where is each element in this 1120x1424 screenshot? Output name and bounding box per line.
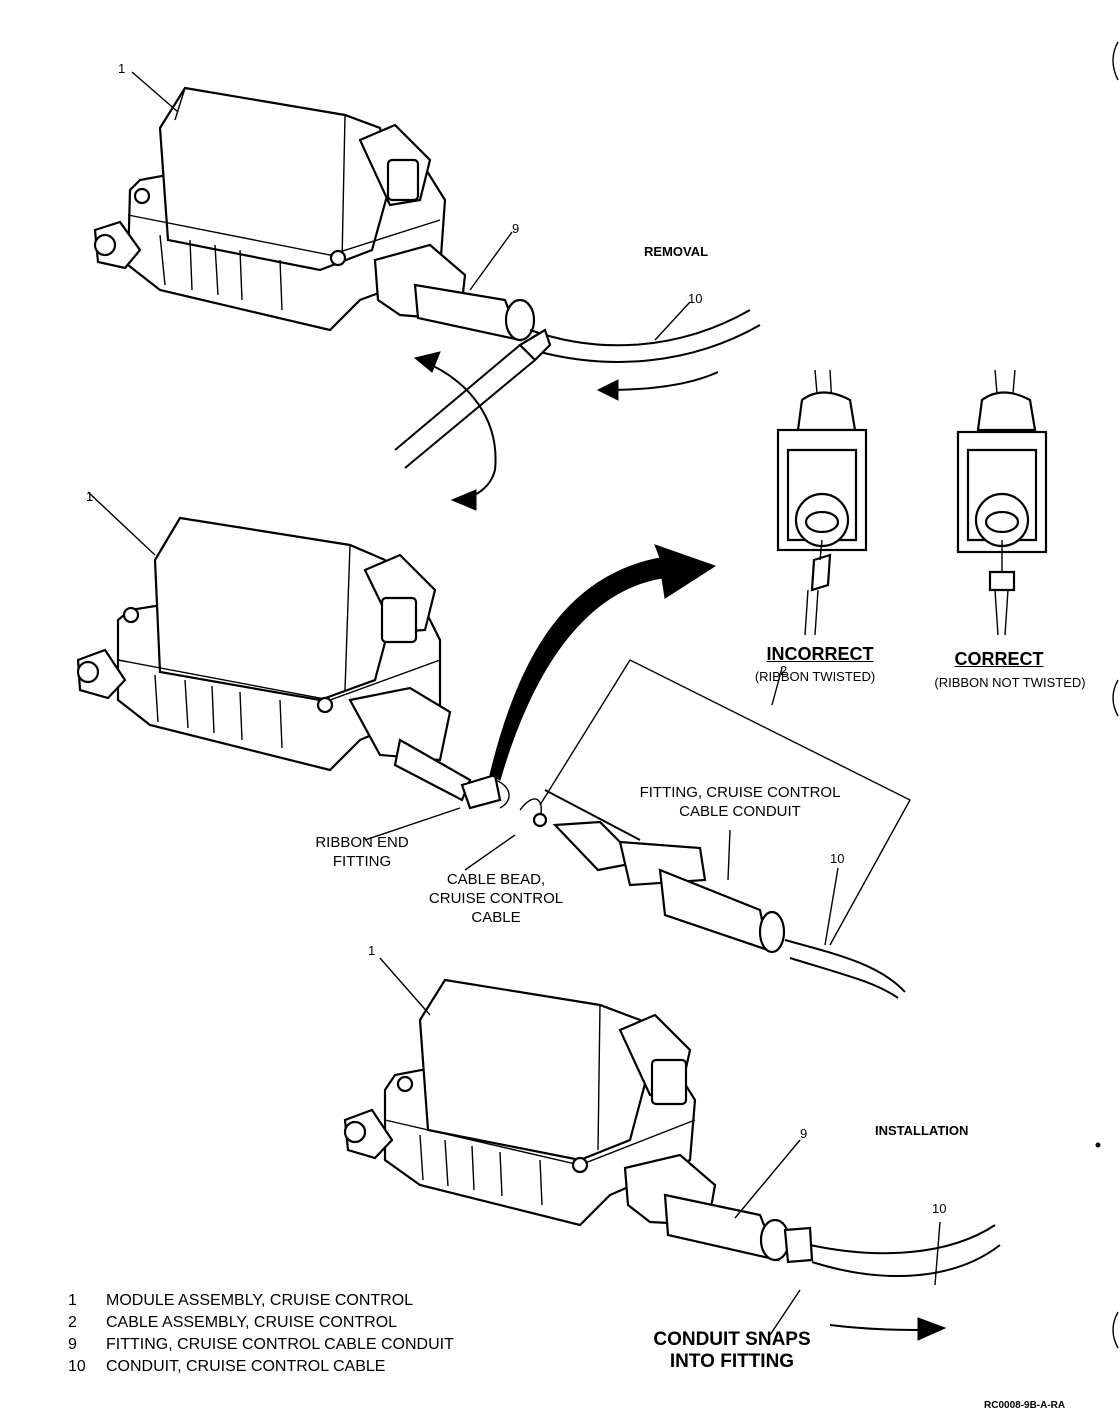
legend-item: 1 MODULE ASSEMBLY, CRUISE CONTROL [68, 1290, 454, 1312]
callout-module-top: 1 [118, 61, 126, 76]
legend-item: 10 CONDUIT, CRUISE CONTROL CABLE [68, 1356, 454, 1378]
cable-bead-label-line1: CABLE BEAD, [446, 871, 546, 888]
legend-number: 9 [68, 1336, 77, 1353]
installation-heading: INSTALLATION [875, 1123, 969, 1138]
legend-text: CONDUIT, CRUISE CONTROL CABLE [106, 1358, 386, 1375]
figure-code: RC0008-9B-A-RA [984, 1400, 1066, 1411]
removal-heading: REMOVAL [644, 244, 709, 259]
legend-item: 9 FITTING, CRUISE CONTROL CABLE CONDUIT [68, 1334, 454, 1356]
conduit-snaps-line1: CONDUIT SNAPS [653, 1329, 811, 1350]
ribbon-correct-view [956, 369, 1048, 636]
legend-text: FITTING, CRUISE CONTROL CABLE CONDUIT [106, 1336, 454, 1353]
incorrect-note: (RIBBON TWISTED) [754, 669, 876, 684]
ribbon-end-label-line1: RIBBON END [315, 834, 409, 851]
legend-number: 2 [68, 1314, 77, 1331]
fitting-label-line2: CABLE CONDUIT [679, 803, 801, 820]
callout-conduit-mid: 10 [830, 851, 845, 866]
legend-text: MODULE ASSEMBLY, CRUISE CONTROL [106, 1292, 414, 1309]
fitting-label-line1: FITTING, CRUISE CONTROL [639, 784, 841, 801]
incorrect-title: INCORRECT [766, 644, 874, 664]
correct-note: (RIBBON NOT TWISTED) [934, 675, 1086, 690]
parts-legend: 1 MODULE ASSEMBLY, CRUISE CONTROL 2 CABLE … [68, 1290, 454, 1378]
installation-illustration [343, 957, 1001, 1341]
removal-illustration [93, 71, 761, 511]
ribbon-incorrect-view [776, 369, 868, 636]
legend-item: 2 CABLE ASSEMBLY, CRUISE CONTROL [68, 1312, 454, 1334]
callout-module-bottom: 1 [368, 943, 376, 958]
correct-title: CORRECT [954, 649, 1044, 669]
legend-number: 10 [68, 1358, 86, 1375]
cable-bead-label-line2: CRUISE CONTROL [428, 890, 564, 907]
callout-module-mid: 1 [86, 489, 94, 504]
cable-bead-label-line3: CABLE [471, 909, 521, 926]
cable-assembly-illustration [76, 491, 911, 999]
callout-conduit-top: 10 [688, 291, 703, 306]
callout-conduit-bottom: 10 [932, 1201, 947, 1216]
callout-fitting-bottom: 9 [800, 1126, 808, 1141]
legend-number: 1 [68, 1292, 77, 1309]
callout-cable-assembly: 2 [780, 663, 788, 678]
callout-fitting-top: 9 [512, 221, 520, 236]
legend-text: CABLE ASSEMBLY, CRUISE CONTROL [106, 1314, 398, 1331]
conduit-snaps-line2: INTO FITTING [669, 1351, 795, 1372]
ribbon-end-label-line2: FITTING [332, 853, 392, 870]
